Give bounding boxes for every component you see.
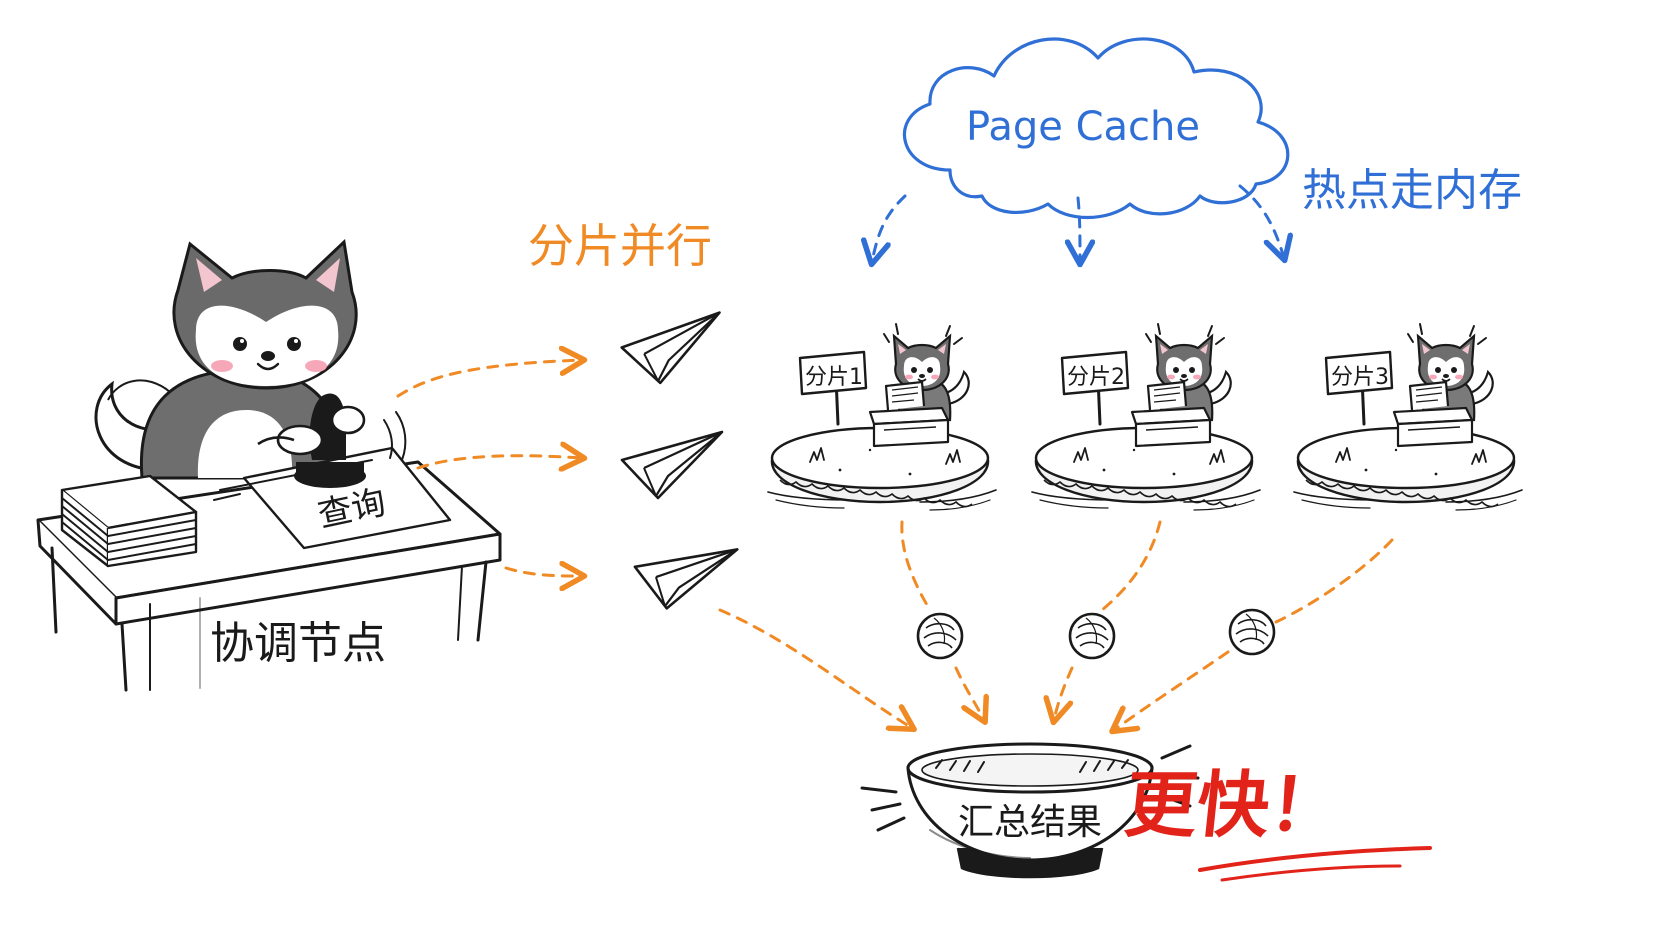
ball-icon <box>1228 608 1276 656</box>
shard-2: 分片2 <box>1030 322 1262 512</box>
dispatch-arrow-2 <box>416 456 582 468</box>
dispatch-arrow-1 <box>396 360 582 398</box>
ball-icon <box>1068 612 1116 660</box>
cache-arrow-2 <box>1078 196 1080 262</box>
shard-3: 分片3 <box>1292 322 1524 512</box>
stamp-icon <box>257 393 407 488</box>
shard-1: 分片1 <box>766 322 998 512</box>
cache-arrow-3 <box>1238 184 1284 258</box>
page-cache-cloud: Page Cache <box>902 37 1290 220</box>
ball-icon <box>916 612 964 660</box>
cache-arrow-1 <box>872 194 907 262</box>
query-paper: 查询 <box>213 446 452 550</box>
paper-plane-icon <box>620 430 724 500</box>
cache-arrows <box>872 184 1284 262</box>
dispatch-arrow-4 <box>718 608 912 728</box>
coordinator-node: 查询 协调节点 <box>36 238 502 692</box>
result-arrow-2b <box>1054 666 1074 720</box>
faster-label: 更快！ <box>1121 764 1346 848</box>
cloud-label: Page Cache <box>966 104 1200 150</box>
dispatch-arrows <box>396 360 912 728</box>
parallel-label: 分片并行 <box>528 219 712 273</box>
result-arrow-1b <box>954 666 984 720</box>
faster-underline <box>1198 846 1432 872</box>
result-bowl: 汇总结果 <box>860 742 1200 879</box>
faster-callout: 更快！ <box>1121 764 1432 882</box>
shard-1-sign: 分片1 <box>805 365 863 390</box>
dispatch-arrow-3 <box>504 568 582 576</box>
paper-plane-icon <box>618 311 726 387</box>
shard-3-sign: 分片3 <box>1331 365 1389 390</box>
paper-stack <box>60 474 198 568</box>
bowl-icon <box>906 742 1154 879</box>
result-arrow-3b <box>1114 650 1230 730</box>
result-arrows <box>900 520 1394 730</box>
paper-plane-icon <box>629 537 739 617</box>
result-arrow-1 <box>900 520 932 612</box>
bowl-label: 汇总结果 <box>958 802 1102 843</box>
shard-2-sign: 分片2 <box>1067 365 1125 390</box>
hot-data-label: 热点走内存 <box>1302 165 1522 216</box>
cloud-icon <box>902 37 1290 220</box>
husky-icon <box>172 238 358 390</box>
result-arrow-3 <box>1274 538 1394 624</box>
result-arrow-2 <box>1100 520 1162 612</box>
coordinator-label: 协调节点 <box>210 618 386 669</box>
